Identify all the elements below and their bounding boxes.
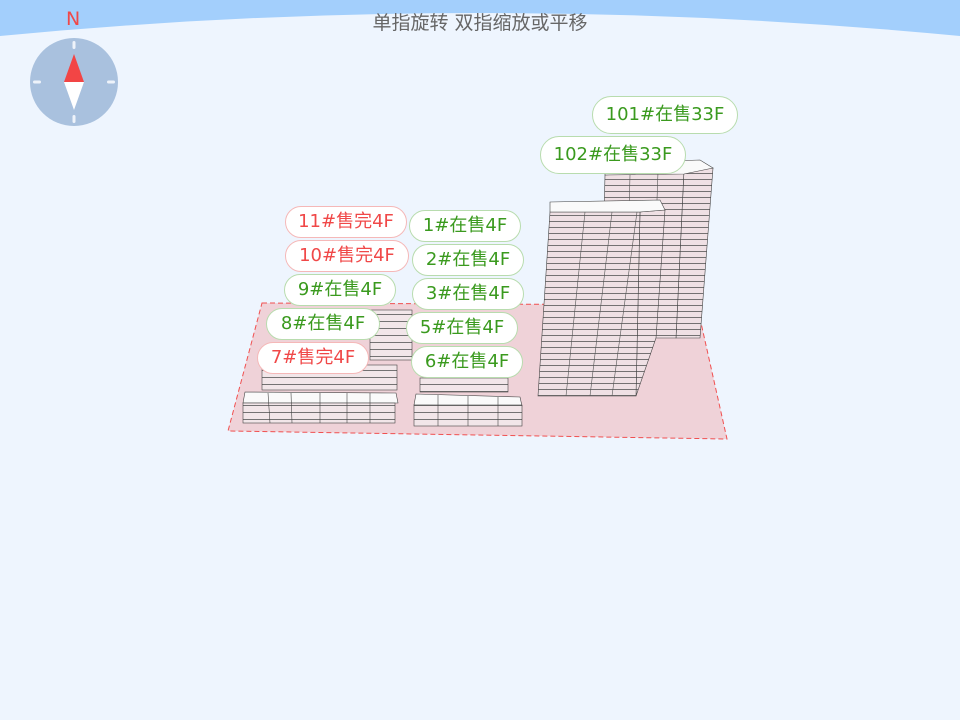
building-label-101[interactable]: 101#在售33F [592, 96, 738, 134]
building-label-1[interactable]: 1#在售4F [409, 210, 521, 242]
building-label-3[interactable]: 3#在售4F [412, 278, 524, 310]
building-label-102[interactable]: 102#在售33F [540, 136, 686, 174]
building-label-8[interactable]: 8#在售4F [266, 308, 380, 340]
sky-background [0, 0, 960, 36]
building-low-rise-right-front [413, 377, 523, 427]
building-label-5[interactable]: 5#在售4F [406, 312, 518, 344]
building-102 [537, 199, 666, 397]
building-label-7[interactable]: 7#售完4F [257, 342, 369, 374]
building-label-11[interactable]: 11#售完4F [285, 206, 407, 238]
building-label-10[interactable]: 10#售完4F [285, 240, 409, 272]
north-label: N [66, 8, 81, 30]
compass-icon[interactable] [30, 38, 118, 126]
building-low-rise-left-front [242, 391, 399, 424]
building-label-2[interactable]: 2#在售4F [412, 244, 524, 276]
building-label-6[interactable]: 6#在售4F [411, 346, 523, 378]
gesture-hint: 单指旋转 双指缩放或平移 [372, 12, 588, 34]
building-label-9[interactable]: 9#在售4F [284, 274, 396, 306]
